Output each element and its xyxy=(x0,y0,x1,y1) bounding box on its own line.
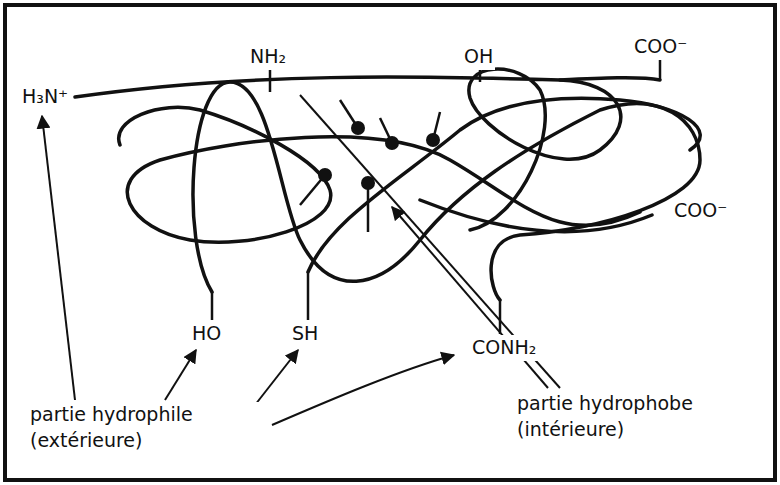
group-label: OH xyxy=(462,44,495,70)
group-label: NH₂ xyxy=(248,44,288,70)
region-label: partie hydrophobe (intérieure) xyxy=(515,391,759,442)
group-label: CONH₂ xyxy=(470,335,538,361)
carboxyl-terminus: COO⁻ xyxy=(672,198,729,224)
carboxyl-terminus: COO⁻ xyxy=(632,34,689,60)
frame xyxy=(5,5,775,480)
polypeptide-chain xyxy=(75,69,700,300)
amino-terminus: H₃N⁺ xyxy=(20,84,70,110)
hydrophobic-residues xyxy=(318,121,440,190)
region-label: partie hydrophile (extérieure) xyxy=(28,402,262,453)
leader-lines xyxy=(42,95,560,425)
group-label: HO xyxy=(190,321,223,347)
group-label: SH xyxy=(290,321,320,347)
side-chain-stems xyxy=(212,60,660,334)
